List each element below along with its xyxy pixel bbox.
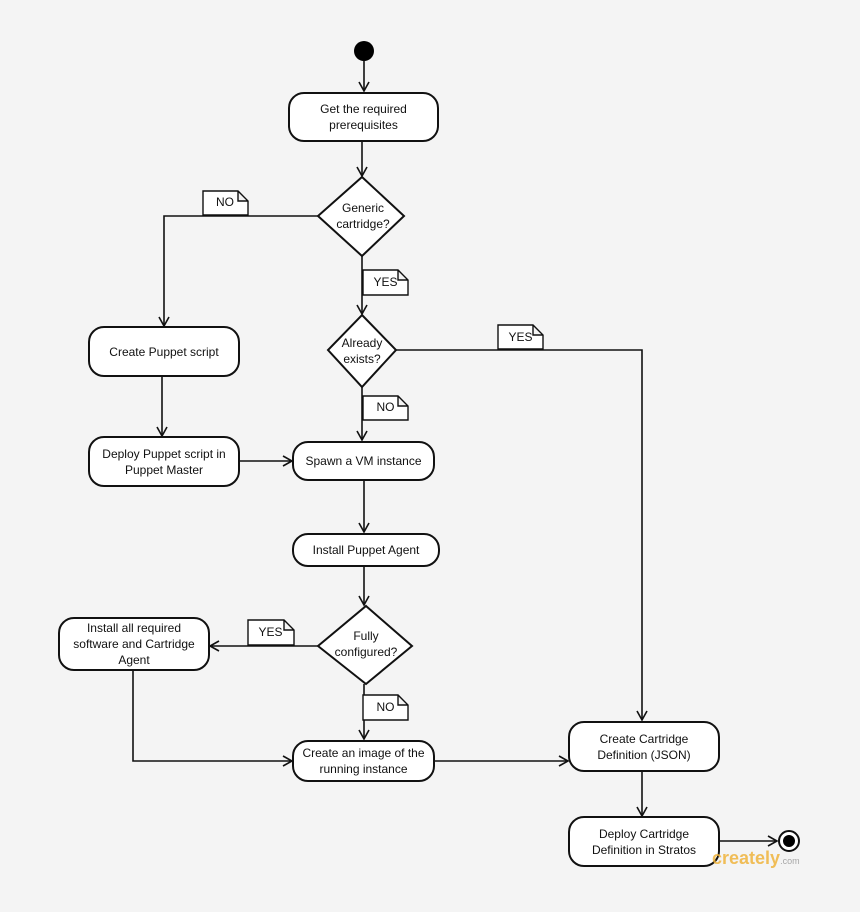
note-generic-yes: YES bbox=[373, 275, 398, 289]
watermark-brand: creately bbox=[712, 848, 781, 868]
edge-software-image bbox=[132, 671, 294, 767]
decision-configured-label: Fully configured? bbox=[334, 629, 398, 659]
note-generic-yes-shape bbox=[362, 269, 409, 296]
decision-configured-shape bbox=[316, 604, 414, 686]
node-create-puppet-script: Create Puppet script bbox=[88, 326, 240, 377]
note-configured-no-shape bbox=[362, 694, 409, 721]
note-configured-no: NO bbox=[376, 700, 395, 714]
node-deploy-puppet-script: Deploy Puppet script in Puppet Master bbox=[88, 436, 240, 487]
note-exists-yes-shape bbox=[497, 324, 544, 350]
note-configured-yes-shape bbox=[247, 619, 295, 646]
node-spawn-vm: Spawn a VM instance bbox=[292, 441, 435, 481]
node-install-puppet-agent: Install Puppet Agent bbox=[292, 533, 440, 567]
note-configured-yes: YES bbox=[258, 625, 283, 639]
end-node-inner bbox=[783, 835, 795, 847]
creately-watermark: creately.com bbox=[712, 848, 800, 869]
start-node bbox=[354, 41, 374, 61]
watermark-suffix: .com bbox=[780, 856, 800, 866]
node-get-prerequisites: Get the required prerequisites bbox=[288, 92, 439, 142]
node-create-image: Create an image of the running instance bbox=[292, 740, 435, 782]
note-generic-no-shape bbox=[202, 190, 249, 216]
edge-exists-yes bbox=[396, 349, 648, 722]
decision-generic-label: Generic cartridge? bbox=[336, 201, 390, 231]
node-deploy-cartridge-definition: Deploy Cartridge Definition in Stratos bbox=[568, 816, 720, 867]
edge-generic-no bbox=[158, 215, 318, 328]
note-exists-yes: YES bbox=[508, 330, 533, 344]
note-exists-no-shape bbox=[362, 395, 409, 421]
node-create-cartridge-definition: Create Cartridge Definition (JSON) bbox=[568, 721, 720, 772]
note-generic-no: NO bbox=[216, 195, 234, 209]
note-exists-no: NO bbox=[376, 400, 395, 414]
decision-exists-label: Already exists? bbox=[341, 336, 383, 366]
node-install-software: Install all required software and Cartri… bbox=[58, 617, 210, 671]
